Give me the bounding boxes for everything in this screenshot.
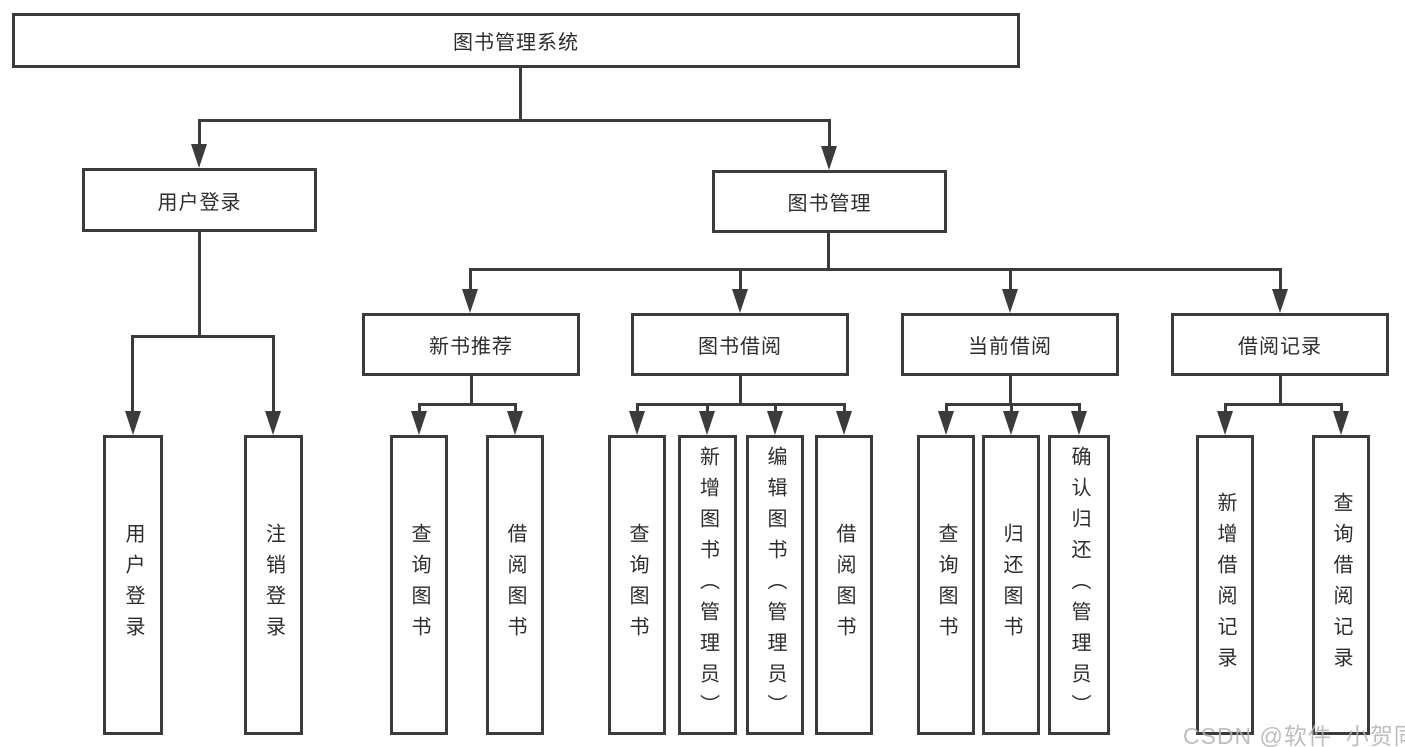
connector-line — [131, 335, 134, 413]
connector-line — [774, 403, 777, 415]
arrowhead-icon — [1071, 411, 1087, 435]
arrowhead-icon — [1333, 411, 1349, 435]
arrowhead-icon — [265, 411, 281, 435]
leaf-label: 新增借阅记录 — [1214, 492, 1236, 678]
node-book-borrowing: 图书借阅 — [631, 313, 849, 376]
connector-line — [469, 268, 1281, 271]
connector-line — [828, 119, 831, 149]
arrowhead-icon — [191, 144, 207, 168]
node-leaf-current-query: 查询图书 — [917, 435, 975, 735]
arrowhead-icon — [1003, 411, 1019, 435]
connector-line — [418, 403, 517, 406]
connector-line — [1340, 403, 1343, 415]
connector-line — [739, 376, 742, 405]
connector-line — [198, 119, 201, 147]
arrowhead-icon — [699, 411, 715, 435]
connector-line — [1224, 403, 1227, 415]
connector-line — [272, 335, 275, 413]
connector-line — [1279, 268, 1282, 293]
arrowhead-icon — [125, 411, 141, 435]
node-leaf-records-add: 新增借阅记录 — [1196, 435, 1254, 735]
node-leaf-borrow-edit: 编辑图书（管理员） — [746, 435, 804, 735]
node-leaf-newbook-borrow: 借阅图书 — [486, 435, 544, 735]
node-leaf-newbook-query: 查询图书 — [390, 435, 448, 735]
node-root: 图书管理系统 — [12, 13, 1020, 68]
arrowhead-icon — [411, 411, 427, 435]
connector-line — [843, 403, 846, 415]
node-leaf-current-confirm: 确认归还（管理员） — [1048, 435, 1110, 735]
leaf-label: 借阅图书 — [833, 523, 855, 647]
connector-line — [945, 403, 948, 415]
leaf-label: 确认归还（管理员） — [1068, 445, 1090, 725]
leaf-label: 归还图书 — [1000, 523, 1022, 647]
node-leaf-borrow-query: 查询图书 — [608, 435, 666, 735]
node-leaf-borrow-add: 新增图书（管理员） — [678, 435, 737, 735]
connector-line — [739, 268, 742, 293]
node-user-login: 用户登录 — [82, 168, 317, 232]
arrowhead-icon — [732, 289, 748, 313]
connector-line — [706, 403, 709, 415]
leaf-label: 查询图书 — [935, 523, 957, 647]
connector-line — [1078, 403, 1081, 415]
arrowhead-icon — [462, 289, 478, 313]
node-current-borrowing: 当前借阅 — [901, 313, 1119, 376]
node-leaf-logout: 注销登录 — [244, 435, 303, 735]
node-new-book-recommend: 新书推荐 — [362, 313, 580, 376]
connector-line — [198, 119, 831, 122]
arrowhead-icon — [1272, 289, 1288, 313]
node-book-management: 图书管理 — [712, 170, 947, 233]
leaf-label: 查询借阅记录 — [1330, 492, 1352, 678]
node-leaf-records-query: 查询借阅记录 — [1312, 435, 1370, 735]
connector-line — [636, 403, 846, 406]
connector-line — [131, 335, 275, 338]
node-borrowing-records: 借阅记录 — [1171, 313, 1389, 376]
arrowhead-icon — [507, 411, 523, 435]
watermark: CSDN @软件_小贺同学 — [1183, 723, 1405, 747]
connector-line — [519, 68, 522, 121]
arrowhead-icon — [629, 411, 645, 435]
connector-line — [198, 232, 201, 337]
connector-line — [945, 403, 1081, 406]
arrowhead-icon — [836, 411, 852, 435]
leaf-label: 用户登录 — [122, 523, 144, 647]
arrowhead-icon — [938, 411, 954, 435]
leaf-label: 查询图书 — [626, 523, 648, 647]
connector-line — [470, 376, 473, 405]
connector-line — [1009, 376, 1012, 405]
node-leaf-borrow-do: 借阅图书 — [815, 435, 873, 735]
node-leaf-user-login: 用户登录 — [103, 435, 163, 735]
leaf-label: 借阅图书 — [504, 523, 526, 647]
connector-line — [1010, 403, 1013, 415]
arrowhead-icon — [1217, 411, 1233, 435]
connector-line — [1009, 268, 1012, 293]
connector-line — [418, 403, 421, 415]
connector-line — [636, 403, 639, 415]
leaf-label: 新增图书（管理员） — [696, 445, 719, 725]
arrowhead-icon — [1002, 289, 1018, 313]
connector-line — [1224, 403, 1343, 406]
arrowhead-icon — [821, 146, 837, 170]
leaf-label: 注销登录 — [262, 523, 285, 647]
node-leaf-current-return: 归还图书 — [982, 435, 1040, 735]
connector-line — [827, 233, 830, 270]
connector-line — [514, 403, 517, 415]
connector-line — [469, 268, 472, 293]
arrowhead-icon — [767, 411, 783, 435]
leaf-label: 查询图书 — [408, 523, 430, 647]
leaf-label: 编辑图书（管理员） — [764, 445, 786, 725]
connector-line — [1279, 376, 1282, 405]
